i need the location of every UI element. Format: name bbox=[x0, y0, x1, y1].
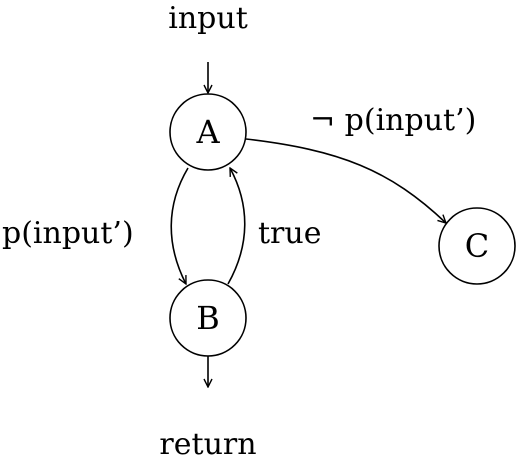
input-label: input bbox=[168, 1, 248, 36]
node-b-label: B bbox=[196, 299, 220, 337]
edge-a-to-b bbox=[170, 167, 189, 284]
edge-b-to-a bbox=[227, 168, 246, 285]
node-a: A bbox=[169, 93, 247, 171]
node-b: B bbox=[169, 279, 247, 357]
node-c: C bbox=[438, 207, 516, 285]
edge-a-to-b-label: p(input’) bbox=[2, 216, 134, 251]
edge-a-to-c-label: ¬ p(input’) bbox=[310, 103, 476, 138]
edge-a-to-c bbox=[245, 138, 446, 223]
return-label: return bbox=[159, 427, 256, 460]
edge-b-to-a-label: true bbox=[258, 216, 321, 251]
node-c-label: C bbox=[465, 227, 489, 265]
node-a-label: A bbox=[195, 113, 220, 151]
